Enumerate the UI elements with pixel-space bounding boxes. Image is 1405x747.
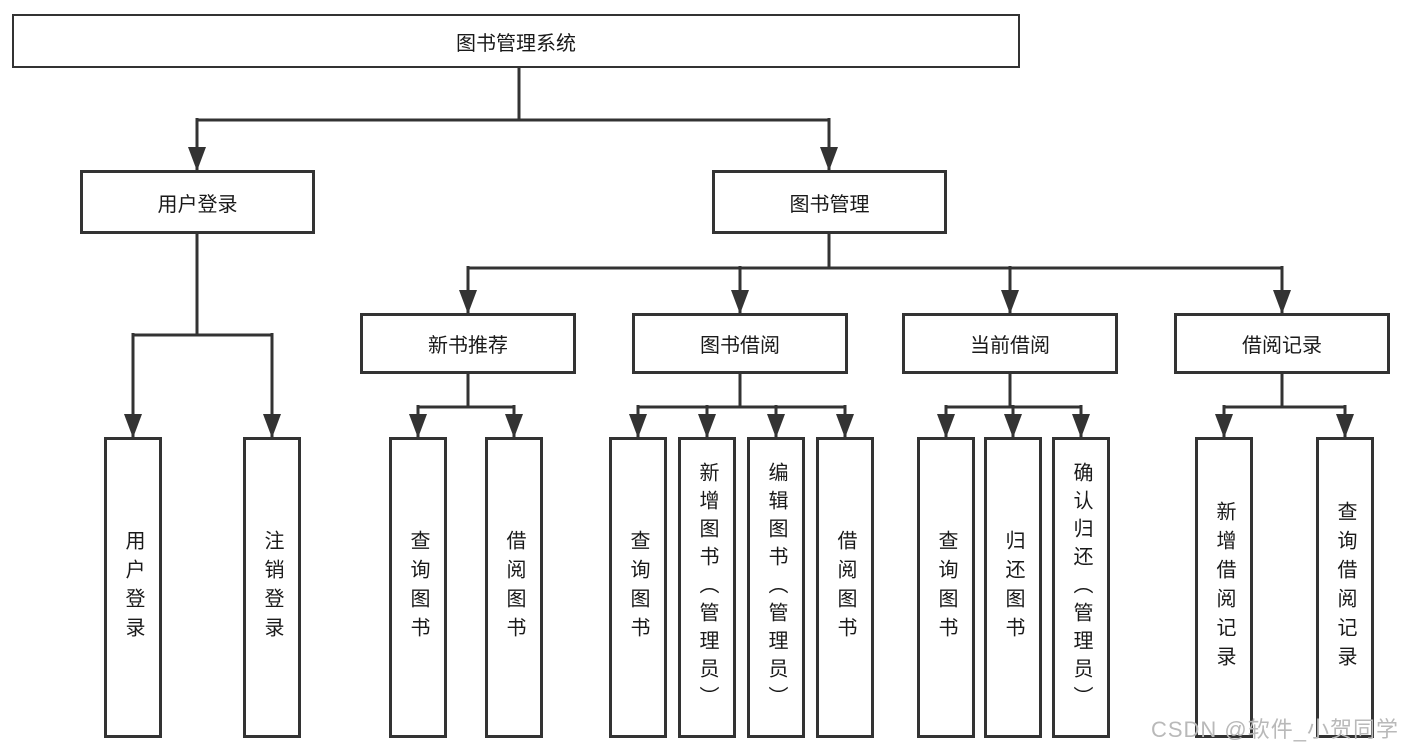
node-label: 借阅图书 [834,529,856,646]
node-label: 图书借阅 [700,335,780,357]
leaf-query-borrow-record: 查询借阅记录 [1316,437,1374,738]
node-label: 借阅图书 [503,529,525,646]
leaf-query-books-borrow: 查询图书 [609,437,667,738]
node-label: 图书管理 [789,193,870,216]
leaf-return-books: 归还图书 [984,437,1042,738]
node-label: 新书推荐 [428,335,508,357]
node-user-login: 用户登录 [80,170,315,234]
node-book-management: 图书管理 [712,170,947,234]
node-label: 确认归还（管理员） [1070,461,1092,714]
node-label: 查询图书 [627,529,649,646]
node-label: 注销登录 [261,529,283,646]
node-label: 新增图书（管理员） [696,461,718,714]
node-label: 当前借阅 [970,335,1050,357]
node-label: 查询图书 [407,529,429,646]
node-book-borrowing: 图书借阅 [632,313,848,374]
node-label: 用户登录 [157,193,238,216]
node-label: 用户登录 [122,529,144,646]
leaf-query-books-recommend: 查询图书 [389,437,447,738]
leaf-borrow-books: 借阅图书 [816,437,874,738]
leaf-add-books-admin: 新增图书（管理员） [678,437,736,738]
leaf-logout: 注销登录 [243,437,301,738]
csdn-watermark: CSDN @软件_小贺同学 [1150,717,1399,742]
node-label: 编辑图书（管理员） [765,461,787,714]
node-library-management-system: 图书管理系统 [12,14,1020,68]
node-new-book-recommend: 新书推荐 [360,313,576,374]
leaf-confirm-return-admin: 确认归还（管理员） [1052,437,1110,738]
node-label: 图书管理系统 [456,32,576,55]
leaf-user-login: 用户登录 [104,437,162,738]
node-label: 新增借阅记录 [1213,500,1235,675]
leaf-borrow-books-recommend: 借阅图书 [485,437,543,738]
node-label: 查询借阅记录 [1334,500,1356,675]
node-borrowing-records: 借阅记录 [1174,313,1390,374]
leaf-edit-books-admin: 编辑图书（管理员） [747,437,805,738]
leaf-query-books-current: 查询图书 [917,437,975,738]
node-label: 查询图书 [935,529,957,646]
leaf-add-borrow-record: 新增借阅记录 [1195,437,1253,738]
node-label: 归还图书 [1002,529,1024,646]
node-label: 借阅记录 [1242,335,1322,357]
node-current-borrowing: 当前借阅 [902,313,1118,374]
